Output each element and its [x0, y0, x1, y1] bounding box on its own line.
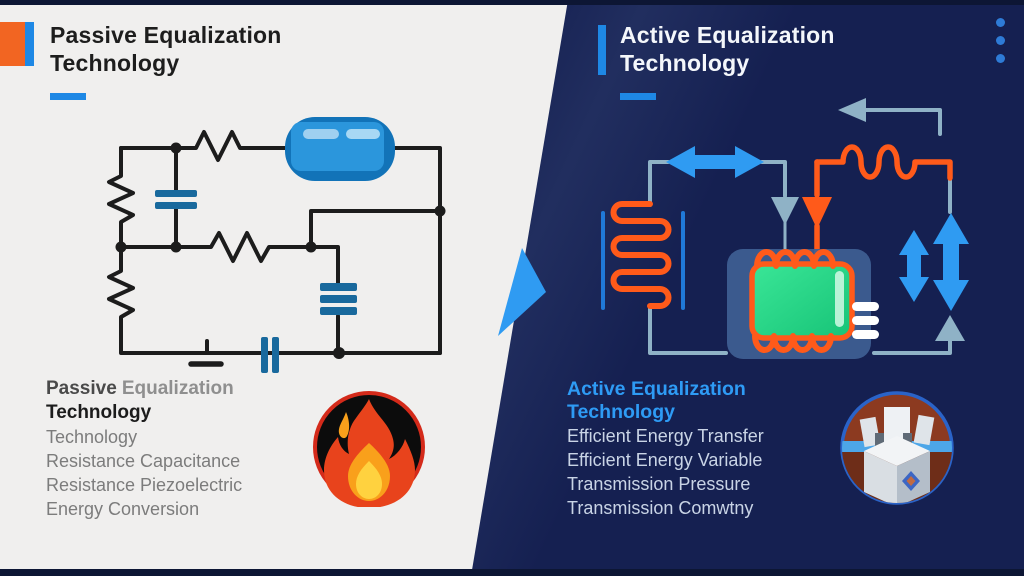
return-wire [856, 108, 942, 136]
right-title-line2: Technology [620, 50, 750, 76]
right-caption-line: Transmission Pressure [567, 474, 751, 494]
capacitor1-plate [155, 190, 197, 197]
right-caption-line: Efficient Energy Variable [567, 450, 763, 470]
left-title-line1: Passive Equalization [50, 22, 282, 48]
wire-capacitor-right [309, 245, 340, 355]
right-title-underline [620, 93, 656, 100]
wire-right-loop [392, 146, 442, 355]
wire-top-resistor [119, 130, 289, 162]
bottom-bar [0, 569, 1024, 576]
left-caption-bold-line1: Passive Equalization [46, 376, 242, 401]
winding-top [754, 249, 836, 269]
left-caption-line: Energy Conversion [46, 499, 200, 519]
double-arrow-vertical-icon [933, 213, 969, 311]
right-caption-line: Efficient Energy Transfer [567, 426, 764, 446]
capacitor2-plate [320, 295, 357, 303]
left-title: Passive Equalization Technology [50, 21, 282, 77]
wire-branch-up [309, 209, 442, 249]
converter-box-icon [840, 391, 954, 505]
arrowhead-up-icon [935, 315, 965, 341]
left-caption: Passive Equalization Technology Technolo… [46, 376, 242, 521]
left-caption-line: Resistance Piezoelectric [46, 475, 243, 495]
arrowhead-orange-icon [802, 197, 832, 229]
right-caption: Active Equalization Technology Efficient… [567, 378, 764, 520]
winding-bottom [752, 333, 834, 353]
left-caption-bold-b: Equalization [121, 378, 234, 399]
arrowhead-down-icon [771, 197, 799, 225]
right-accent-bar [598, 25, 606, 75]
wire-left-top [648, 160, 670, 207]
top-bar [0, 0, 1024, 5]
right-caption-line: Transmission Comwtny [567, 498, 754, 518]
fire-icon [313, 391, 425, 507]
active-circuit-diagram [601, 98, 969, 359]
battery-cylinder [285, 117, 395, 181]
wire-left-resistors [107, 146, 442, 355]
right-title-line1: Active Equalization [620, 22, 835, 48]
wire-right-bottom [872, 334, 952, 355]
capacitor3-plate [272, 337, 279, 373]
capacitor2-plate [320, 307, 357, 315]
left-caption-bold-a: Passive [46, 378, 117, 399]
capacitor2-plate [320, 283, 357, 291]
left-caption-line: Technology [46, 427, 138, 447]
capacitor1-plate [155, 202, 197, 209]
inductor-coil [610, 201, 672, 309]
resistor-spring [814, 144, 953, 181]
capacitor3-plate [261, 337, 268, 373]
left-title-underline [50, 93, 86, 100]
left-title-line2: Technology [50, 50, 180, 76]
left-accent-square [0, 22, 34, 66]
double-arrow-vertical-small-icon [899, 230, 929, 302]
right-caption-bold-line1: Active Equalization [567, 378, 746, 400]
transformer-chip [727, 249, 879, 359]
wire-mid-resistor [119, 231, 313, 263]
left-caption-bold-line2: Technology [46, 402, 152, 423]
right-title: Active Equalization Technology [620, 21, 835, 77]
double-arrow-horizontal-icon [666, 146, 764, 178]
right-caption-bold-line2: Technology [567, 401, 675, 423]
left-caption-line: Resistance Capacitance [46, 451, 241, 471]
arrowhead-left-icon [838, 98, 866, 122]
wire-left-bottom [648, 304, 728, 355]
wire-center [760, 160, 787, 198]
kebab-menu-icon[interactable] [993, 18, 1007, 70]
passive-circuit-diagram [107, 117, 446, 373]
